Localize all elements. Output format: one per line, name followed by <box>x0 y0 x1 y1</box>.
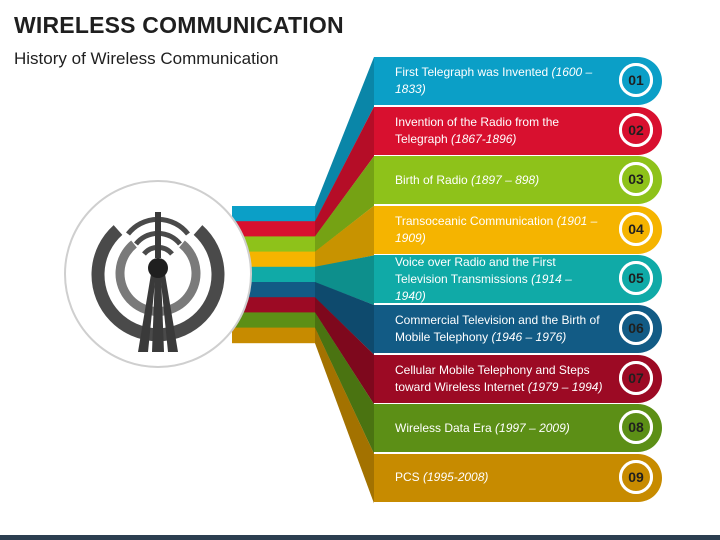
timeline-item-label: PCS <box>395 470 424 485</box>
timeline-item-text: Invention of the Radio from the Telegrap… <box>395 107 605 155</box>
number-badge-label: 03 <box>628 171 644 188</box>
fan-connector-08 <box>315 312 374 454</box>
fan-connector-06 <box>315 282 374 355</box>
fan-connector-05 <box>315 255 374 305</box>
number-badge: 04 <box>619 211 653 246</box>
number-badge-label: 06 <box>628 320 644 336</box>
page-title: WIRELESS COMMUNICATION <box>14 12 344 38</box>
fan-connector-02 <box>315 106 374 237</box>
fan-connector-04 <box>315 205 374 268</box>
number-badge-label: 02 <box>628 121 644 138</box>
fan-stub-04 <box>232 251 317 268</box>
fan-stub-09 <box>232 327 317 344</box>
timeline-item-years: (1600 – 1833) <box>395 65 593 96</box>
fan-connectors <box>315 57 374 504</box>
footer-bar <box>0 535 720 540</box>
timeline-item-06: Commercial Television and the Birth of M… <box>374 305 662 353</box>
timeline-item-years: (1867-1896) <box>451 131 517 146</box>
timeline-item-09: PCS (1995-2008) 09 <box>374 453 662 502</box>
timeline-item-text: Wireless Data Era (1997 – 2009) <box>395 404 605 452</box>
timeline-item-label: Commercial Television and the Birth of M… <box>395 313 600 344</box>
timeline-item-years: (1995-2008) <box>423 470 489 485</box>
timeline-item-label: First Telegraph was Invented <box>395 65 552 79</box>
number-badge-label: 09 <box>628 468 644 485</box>
timeline-item-04: Transoceanic Communication (1901 –1909) 0… <box>374 205 662 254</box>
fan-connector-07 <box>315 297 374 405</box>
number-badge: 05 <box>619 261 653 296</box>
timeline-item-text: First Telegraph was Invented (1600 – 183… <box>395 57 605 105</box>
timeline-item-text: Birth of Radio (1897 – 898) <box>395 156 605 204</box>
number-badge-label: 07 <box>628 369 644 386</box>
fan-connector-09 <box>315 327 374 504</box>
timeline-item-years: (1901 –1909) <box>395 213 598 245</box>
timeline-item-text: Voice over Radio and the First Televisio… <box>395 255 605 303</box>
number-badge-label: 08 <box>628 419 644 436</box>
fan-stub-07 <box>232 297 317 313</box>
timeline-item-text: Transoceanic Communication (1901 –1909) <box>395 206 605 254</box>
timeline-item-label: Birth of Radio <box>395 172 472 187</box>
fan-stub-03 <box>232 236 317 252</box>
number-badge: 01 <box>619 63 653 97</box>
timeline-item-years: (1979 – 1994) <box>527 379 603 394</box>
number-badge: 07 <box>619 360 653 395</box>
number-badge-label: 04 <box>628 220 644 237</box>
timeline-item-label: Invention of the Radio from the Telegrap… <box>395 114 560 146</box>
timeline-item-label: Wireless Data Era <box>395 420 496 435</box>
timeline-item-label: Voice over Radio and the First Televisio… <box>395 254 556 286</box>
timeline-item-text: Cellular Mobile Telephony and Steps towa… <box>395 355 605 403</box>
page-subtitle: History of Wireless Communication <box>14 49 279 68</box>
timeline-item-05: Voice over Radio and the First Televisio… <box>374 255 662 304</box>
timeline-item-label: Cellular Mobile Telephony and Steps towa… <box>395 362 590 394</box>
timeline-item-years: (1897 – 898) <box>471 172 540 187</box>
timeline-item-08: Wireless Data Era (1997 – 2009) 08 <box>374 404 662 453</box>
fan-connector-03 <box>315 156 374 252</box>
fan-connector-01 <box>315 57 374 222</box>
timeline-item-07: Cellular Mobile Telephony and Steps towa… <box>374 354 662 403</box>
timeline-item-text: Commercial Television and the Birth of M… <box>395 305 605 353</box>
number-badge: 09 <box>619 459 653 494</box>
timeline-item-text: PCS (1995-2008) <box>395 454 605 502</box>
fan-stub-06 <box>232 282 317 298</box>
number-badge-label: 05 <box>628 270 644 287</box>
number-badge: 02 <box>619 112 653 147</box>
timeline-item-years: (1914 – 1940) <box>395 271 572 303</box>
timeline-item-label: Transoceanic Communication <box>395 213 557 228</box>
number-badge-label: 01 <box>628 72 644 88</box>
timeline-item-years: (1997 – 2009) <box>495 420 570 435</box>
fan-stubs <box>232 206 317 344</box>
timeline-item-02: Invention of the Radio from the Telegrap… <box>374 106 662 155</box>
wireless-tower-icon <box>91 212 225 352</box>
fan-stub-02 <box>232 221 317 237</box>
timeline-item-03: Birth of Radio (1897 – 898) 03 <box>374 156 662 205</box>
fan-stub-01 <box>232 206 317 222</box>
timeline-item-years: (1946 – 1976) <box>491 330 567 344</box>
number-badge: 06 <box>619 311 653 345</box>
number-badge: 03 <box>619 162 653 197</box>
fan-stub-05 <box>232 266 317 283</box>
timeline-item-01: First Telegraph was Invented (1600 – 183… <box>374 57 662 105</box>
number-badge: 08 <box>619 410 653 445</box>
fan-stub-08 <box>232 312 317 328</box>
